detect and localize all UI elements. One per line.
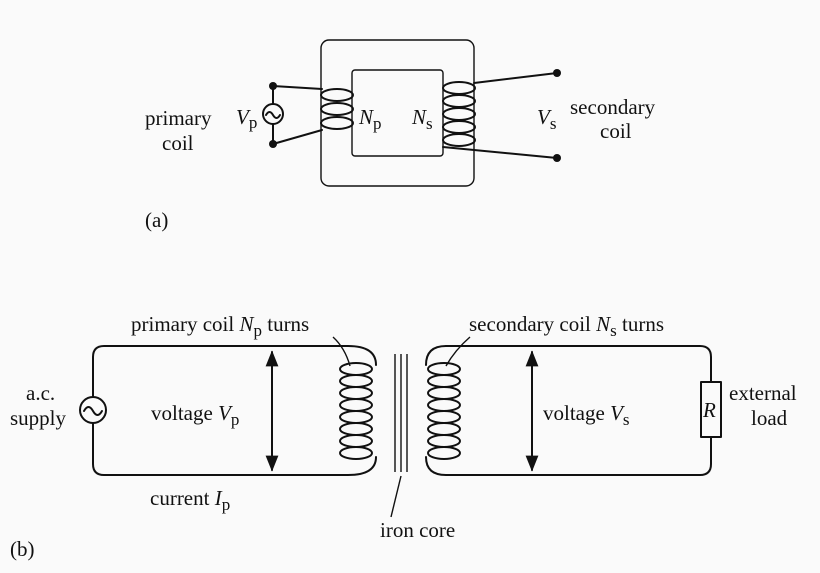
primary-lead-top: [272, 85, 323, 90]
resistor-symbol-label: R: [702, 398, 716, 422]
vs-label: Vs: [537, 105, 556, 133]
coil-lead: [425, 345, 447, 476]
coil-loop: [339, 362, 373, 376]
secondary-coil-turns-label: secondary coil Ns turns: [469, 312, 664, 340]
coil-loop: [339, 422, 373, 436]
np-label: Np: [358, 105, 382, 133]
secondary-coil-loops: [425, 345, 461, 476]
coil-loop: [427, 446, 461, 460]
secondary-coil-label-line2: coil: [600, 119, 632, 143]
primary-coil-pointer: [332, 336, 351, 367]
terminal-dot-secondary-top: [553, 69, 561, 77]
ac-supply-label-line2: supply: [10, 406, 67, 430]
iron-core-frame-outer: [320, 39, 475, 187]
terminal-dot-primary-bottom: [269, 140, 277, 148]
iron-core-label: iron core: [380, 518, 455, 542]
external-load-label-line2: load: [751, 406, 788, 430]
primary-coil-loops: [339, 345, 377, 476]
secondary-coil-label-line1: secondary: [570, 95, 656, 119]
coil-loop: [427, 362, 461, 376]
coil-loop: [427, 374, 461, 388]
coil-loop: [427, 434, 461, 448]
coil-loop: [427, 386, 461, 400]
coil-loop: [427, 398, 461, 412]
ac-source-icon: [262, 103, 284, 125]
ns-label: Ns: [411, 105, 433, 133]
coil-lead: [347, 345, 377, 476]
coil-loop: [339, 434, 373, 448]
secondary-coil-windings: [442, 81, 476, 147]
coil-loop: [339, 398, 373, 412]
panel-label-a: (a): [145, 208, 168, 232]
external-load-label-line1: external: [729, 381, 797, 405]
secondary-lead-bottom: [442, 146, 558, 159]
coil-loop: [339, 446, 373, 460]
terminal-dot-secondary-bottom: [553, 154, 561, 162]
current-primary-label: current Ip: [150, 486, 230, 514]
primary-coil-label-line1: primary: [145, 106, 212, 130]
vp-label: Vp: [236, 105, 257, 132]
primary-coil-label-line2: coil: [162, 131, 194, 155]
diagram-a: primary coil Vp Np Ns Vs secondary coil …: [145, 39, 656, 232]
iron-core-lines: [394, 354, 408, 472]
primary-lead-bottom: [272, 129, 323, 145]
diagram-b: primary coil Np turns secondary coil Ns …: [10, 312, 797, 561]
secondary-circuit-loop: [445, 345, 712, 476]
ac-supply-label-line1: a.c.: [26, 381, 55, 405]
external-load-resistor: [700, 381, 722, 438]
voltage-primary-label: voltage Vp: [151, 401, 239, 429]
secondary-lead-top: [473, 72, 558, 84]
voltage-secondary-label: voltage Vs: [543, 401, 630, 429]
iron-core-pointer: [390, 475, 402, 518]
primary-coil-windings: [320, 88, 354, 130]
panel-label-b: (b): [10, 537, 35, 561]
coil-loop: [427, 410, 461, 424]
ac-supply-icon: [79, 396, 107, 424]
coil-loop: [339, 386, 373, 400]
primary-circuit-loop: [92, 345, 349, 476]
secondary-coil-pointer: [445, 336, 471, 367]
primary-coil-turns-label: primary coil Np turns: [131, 312, 309, 340]
coil-loop: [339, 410, 373, 424]
coil-loop: [339, 374, 373, 388]
coil-loop: [427, 422, 461, 436]
terminal-dot-primary-top: [269, 82, 277, 90]
